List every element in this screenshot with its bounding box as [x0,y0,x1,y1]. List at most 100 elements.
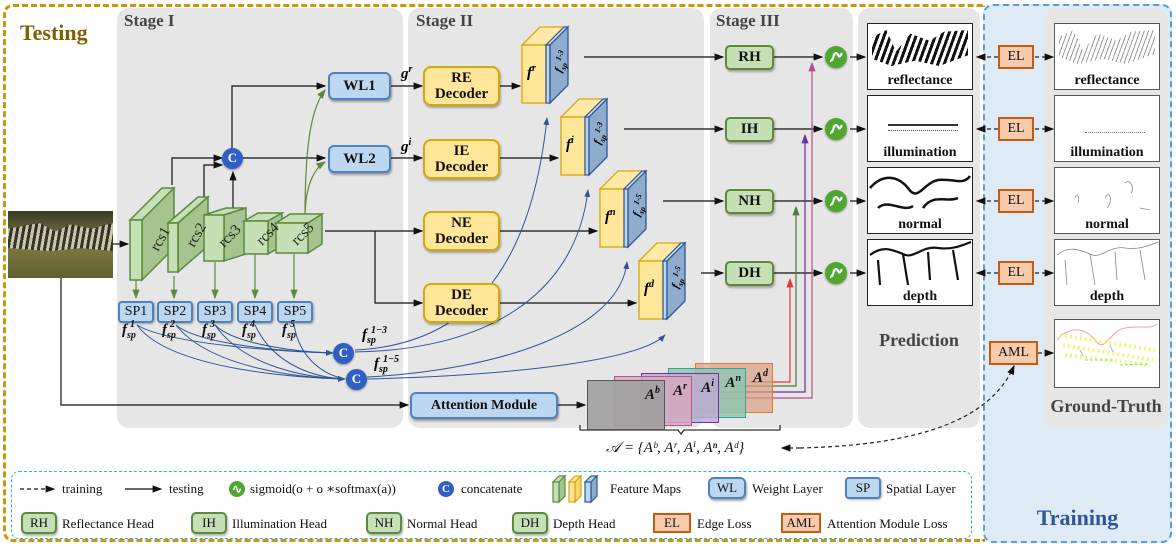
gt-reflectance-image [1059,30,1155,64]
prediction-normal: normal [867,167,973,234]
legend-dh-label: Depth Head [553,516,616,531]
testing-title: Testing [20,20,88,45]
legend-wl-box: WL [708,477,746,499]
legend-nh-label: Normal Head [407,516,478,531]
gt-label-normal: normal [1085,217,1129,232]
legend-feature-maps-icon [551,474,599,504]
legend-ih-label: Illumination Head [232,516,327,531]
prediction-reflectance-image [872,30,968,66]
gt-attention-image [1056,323,1158,367]
stage3-panel [710,8,853,428]
encoder-rcs3 [203,206,247,263]
spatial-layer-sp2: SP2 [157,301,193,323]
spatial-layer-sp4: SP4 [237,301,273,323]
head-rh: RH [725,45,774,70]
edge-loss-reflectance: EL [998,45,1034,69]
prediction-label-depth: depth [902,289,938,304]
attention-module-loss: AML [989,341,1038,365]
edge-loss-depth: EL [998,261,1034,285]
gt-attention [1054,319,1160,388]
attention-map-label-n: An [725,373,741,391]
legend-ih-box: IH [191,512,227,534]
head-nh: NH [725,189,774,214]
feature-label-i: fi [566,135,574,153]
attention-brace [579,425,781,436]
legend-sigmoid-label: sigmoid(o + o ∗softmax(a)) [250,481,396,496]
prediction-normal-image [869,175,972,210]
edge-loss-illumination: EL [998,117,1034,141]
spatial-layer-sp3: SP3 [197,301,233,323]
gt-label-illumination: illumination [1070,145,1144,160]
head-ih: IH [725,117,774,142]
prediction-label-reflectance: reflectance [887,73,953,88]
attention-map-label-d: Ad [752,368,768,386]
legend-nh-box: NH [366,512,402,534]
prediction-depth-image [869,240,972,286]
gt-depth: depth [1054,239,1160,306]
spatial-layer-sp1: SP1 [118,301,154,323]
testing-region [3,4,985,542]
prediction-depth: depth [867,239,973,306]
gt-normal-image [1074,181,1151,211]
prediction-illumination: illumination [867,95,973,162]
legend-feature-maps-label: Feature Maps [610,481,682,496]
sigmoid-icon-rh [825,46,847,68]
encoder-rcs2 [165,195,211,274]
feature-label-r: fr [527,63,536,81]
legend-aml-box: AML [781,513,821,533]
legend-testing-label: testing [169,481,204,496]
image-to-attention-arrow [60,278,410,409]
legend-training-arrow [20,485,56,493]
prediction-label-normal: normal [898,217,942,232]
legend-training-label: training [62,481,103,496]
gt-illumination: illumination [1054,95,1160,162]
spatial-layer-sp5: SP5 [277,301,313,323]
legend-testing-arrow [125,485,163,493]
legend-rh-label: Reflectance Head [62,516,155,531]
legend-concat-label: concatenate [461,481,523,496]
attention-module: Attention Module [410,392,558,419]
legend-sp-box: SP [845,477,881,499]
legend-el-box: EL [653,513,691,533]
legend-concat-icon: C [438,481,454,497]
gt-label-reflectance: reflectance [1074,73,1140,88]
encoder-stack: rcs1 rcs2 rcs3 rcs4 rcs5 [128,186,325,282]
legend-sigmoid-icon: ∿ [229,481,245,497]
sigmoid-icon-ih [825,118,847,140]
attention-map-label-i: Ai [701,378,714,396]
prediction-illumination-image [888,124,958,131]
sigmoid-icon-nh [825,190,847,212]
attention-set-label: 𝒜 = {Aᵇ, Aʳ, Aⁱ, Aⁿ, Aᵈ} [606,440,745,456]
prediction-label-illumination: illumination [883,145,957,160]
gt-label-depth: depth [1089,289,1125,304]
concat-node-13: C [333,343,354,364]
encoder-rcs5 [273,212,325,255]
weight-output-gr: gr [401,64,413,82]
head-dh: DH [725,261,774,286]
gt-normal: normal [1054,167,1160,234]
weight-output-gi: gi [401,137,412,155]
stage2-title: Stage II [416,11,474,30]
training-title: Training [1036,505,1119,530]
attention-map-label-r: Ar [673,381,687,399]
legend-aml-label: Attention Module Loss [827,516,948,531]
concat-node-top: C [222,148,243,169]
input-image [8,211,113,278]
gt-reflectance: reflectance [1054,23,1160,90]
feature-label-d: fd [644,279,654,297]
legend-dh-box: DH [512,512,548,534]
